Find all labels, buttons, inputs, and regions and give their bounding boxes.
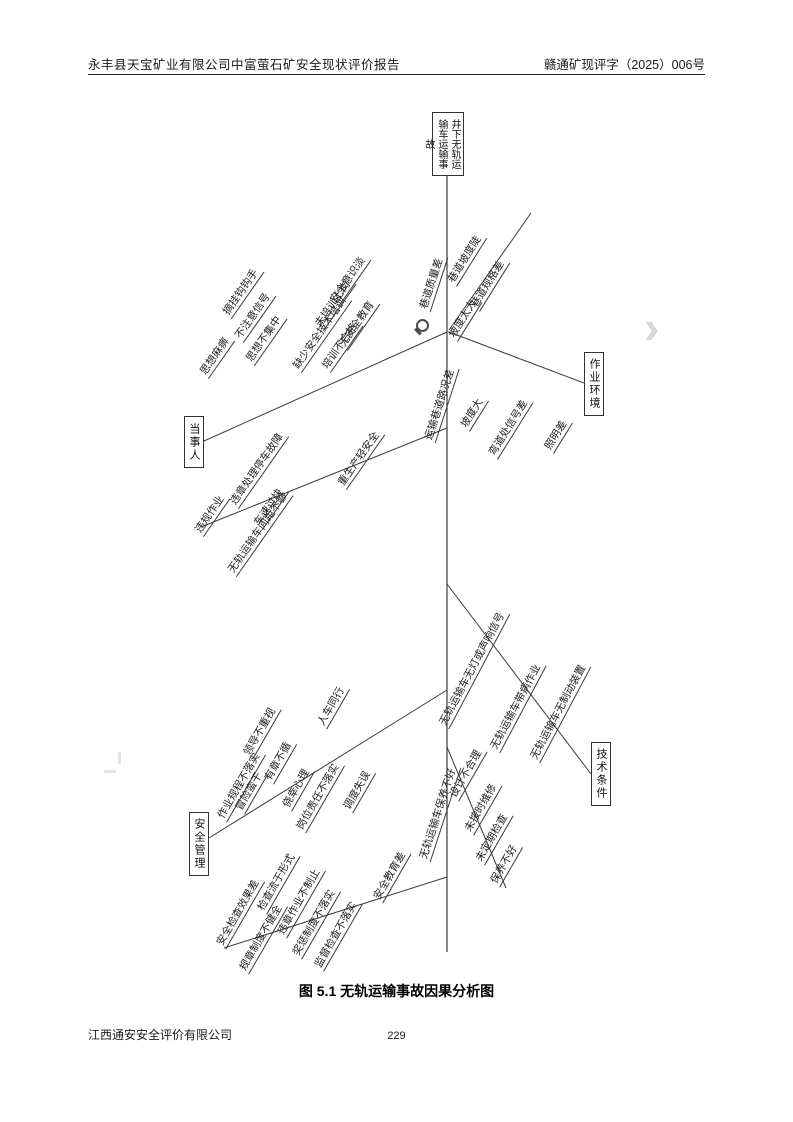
- cause-label: 人车同行: [314, 682, 351, 730]
- next-page-chevron-icon[interactable]: ›: [644, 301, 660, 353]
- cause-label: 重生产轻安全: [335, 427, 386, 491]
- branch-label: 巷道质量差: [417, 254, 449, 313]
- artifact-bar-horizontal: [104, 770, 116, 773]
- header-report-title: 永丰县天宝矿业有限公司中富萤石矿安全现状评价报告: [88, 58, 401, 72]
- category-box-person: 当事人: [184, 416, 204, 468]
- artifact-bar-vertical: [118, 752, 121, 764]
- left-edge-artifact: [104, 752, 126, 778]
- page-number: 229: [387, 1030, 406, 1042]
- branch-label: 照明差: [542, 416, 573, 454]
- category-box-management: 安全管理: [189, 812, 209, 876]
- branch-label: 安全教育差: [370, 847, 412, 904]
- branch-label: 无轨运输车无灯或声响信号: [436, 607, 511, 730]
- cause-label: 调度失误: [340, 766, 377, 814]
- effect-box: 井下无轨运输车运输事故: [423, 112, 464, 176]
- cause-label: 巷道坡度陡: [445, 231, 487, 287]
- branch-label: 思想麻痹: [197, 333, 236, 380]
- magnifier-cursor-icon: [412, 319, 429, 336]
- footer-company: 江西通安安全评价有限公司: [88, 1028, 233, 1042]
- category-box-environment: 作业环境: [584, 352, 604, 416]
- cause-label: 弯道处信号差: [486, 395, 534, 460]
- figure-caption: 图 5.1 无轨运输事故因果分析图: [298, 983, 495, 999]
- cause-label: 有章不循: [261, 737, 298, 785]
- header-doc-number: 赣通矿现评字（2025）006号: [543, 58, 705, 72]
- branch-label: 违规作业: [192, 491, 231, 538]
- category-box-technical: 技术条件: [591, 742, 611, 806]
- magnifier-glass: [416, 319, 429, 332]
- cause-label: 领导不重视: [240, 703, 282, 760]
- branch-label: 运输巷道路况差: [422, 365, 460, 444]
- cause-label: 坡度大: [458, 394, 489, 432]
- header-rule: [88, 74, 705, 75]
- cause-label: 坡度太大: [446, 295, 483, 342]
